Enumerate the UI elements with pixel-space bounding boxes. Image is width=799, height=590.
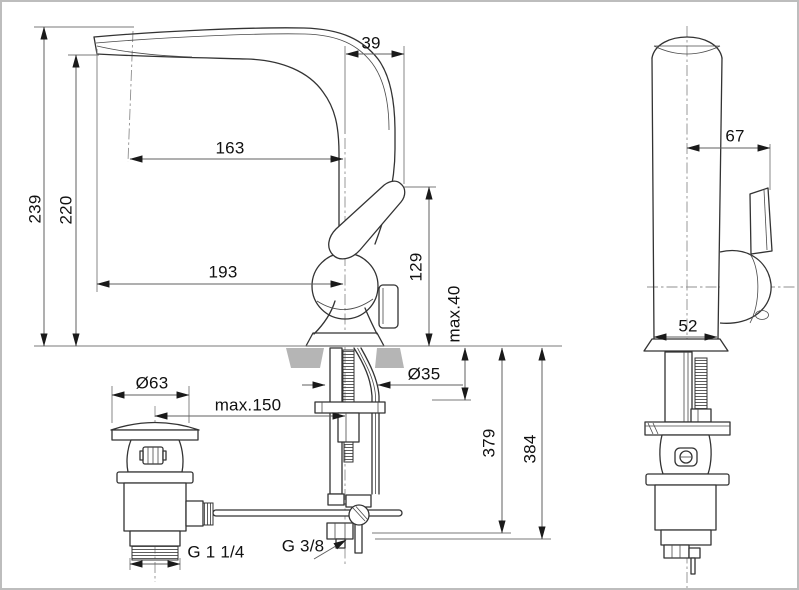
dim-label-67: 67 <box>725 126 745 146</box>
dim-label-129: 129 <box>406 252 426 282</box>
dim-label-193: 193 <box>208 262 238 282</box>
dim-label-220: 220 <box>56 195 76 225</box>
mounting-washer-plate <box>314 401 386 414</box>
lever-handle <box>328 180 406 260</box>
dim-label-dia63: Ø63 <box>135 373 169 393</box>
side-base <box>643 338 729 352</box>
dimension-lines <box>40 26 771 568</box>
side-view-drain <box>645 434 730 575</box>
dim-label-max150: max.150 <box>214 395 282 415</box>
spout-tip <box>93 36 98 55</box>
body-top-dome <box>651 36 723 59</box>
deck-section-left <box>286 348 324 368</box>
pop-up-rod <box>212 509 403 517</box>
leader-g38 <box>313 539 347 560</box>
dim-label-dia35: Ø35 <box>407 364 441 384</box>
drain-body <box>123 482 187 532</box>
extension-lines <box>34 26 771 570</box>
dim-label-379: 379 <box>479 428 499 458</box>
side-lever-bulge <box>719 250 772 324</box>
drain-flange <box>111 429 199 441</box>
drain-plug-cap <box>110 421 200 431</box>
rod-socket <box>185 500 204 527</box>
dim-label-g38: G 3/8 <box>281 536 325 556</box>
outlet-tab <box>378 284 399 329</box>
threaded-stud <box>342 349 355 409</box>
faucet-base <box>305 332 385 347</box>
dim-label-239: 239 <box>25 194 45 224</box>
deck-section-right <box>375 348 404 368</box>
mounting-nut <box>337 412 360 443</box>
front-view-drain <box>110 421 214 561</box>
dim-label-max40: max.40 <box>444 285 464 343</box>
side-lever-stick <box>749 187 773 255</box>
side-view-faucet <box>643 36 773 436</box>
dim-label-384: 384 <box>520 434 540 464</box>
spout-inner-edge <box>96 53 340 245</box>
spout-outer-edge <box>93 27 396 245</box>
supply-hose <box>353 347 373 495</box>
g38-nut <box>326 522 354 540</box>
dim-label-163: 163 <box>215 138 245 158</box>
dim-label-39: 39 <box>361 33 381 53</box>
dim-label-52: 52 <box>678 316 698 336</box>
drain-thread <box>131 545 179 561</box>
rod-knob <box>202 502 214 526</box>
dim-label-g114: G 1 1/4 <box>187 542 245 562</box>
